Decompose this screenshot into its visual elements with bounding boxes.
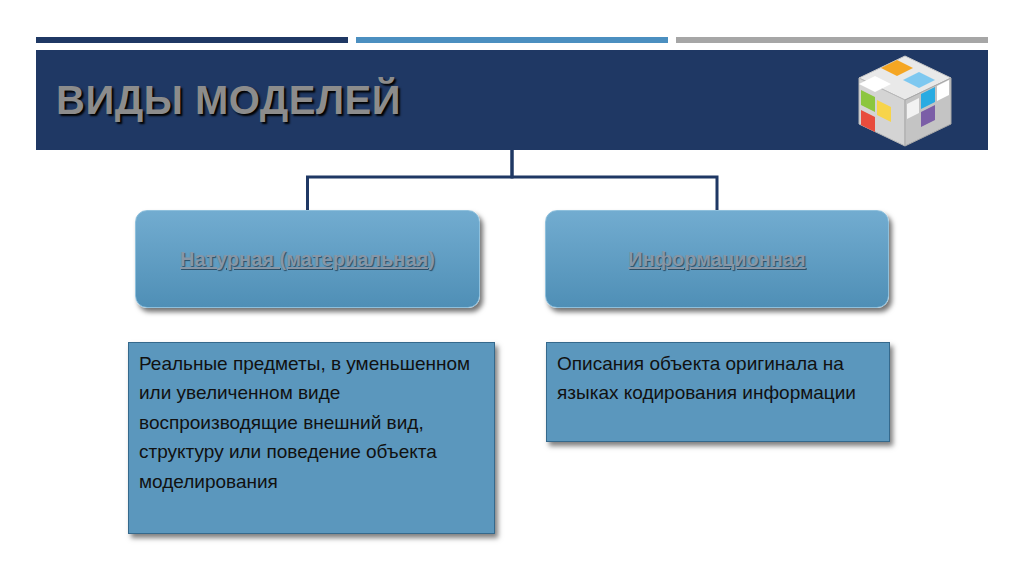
description-box: Описания объекта оригинала на языках код… xyxy=(546,342,890,442)
category-label: Натурная (материальная) xyxy=(180,245,435,274)
title-text: ВИДЫ МОДЕЛЕЙ xyxy=(56,78,401,123)
category-label: Информационная xyxy=(628,245,805,274)
category-box: Информационная xyxy=(545,210,889,308)
top-bar xyxy=(676,37,988,43)
tree-connector xyxy=(512,150,717,210)
top-bar xyxy=(356,37,668,43)
description-box: Реальные предметы, в уменьшенном или уве… xyxy=(128,342,495,534)
top-bar xyxy=(36,37,348,43)
cube-icon xyxy=(859,56,951,146)
category-box: Натурная (материальная) xyxy=(135,210,480,308)
description-text: Описания объекта оригинала на языках код… xyxy=(557,349,879,408)
description-text: Реальные предметы, в уменьшенном или уве… xyxy=(139,349,484,496)
title-band: ВИДЫ МОДЕЛЕЙ xyxy=(36,50,988,150)
tree-connector xyxy=(308,150,513,210)
